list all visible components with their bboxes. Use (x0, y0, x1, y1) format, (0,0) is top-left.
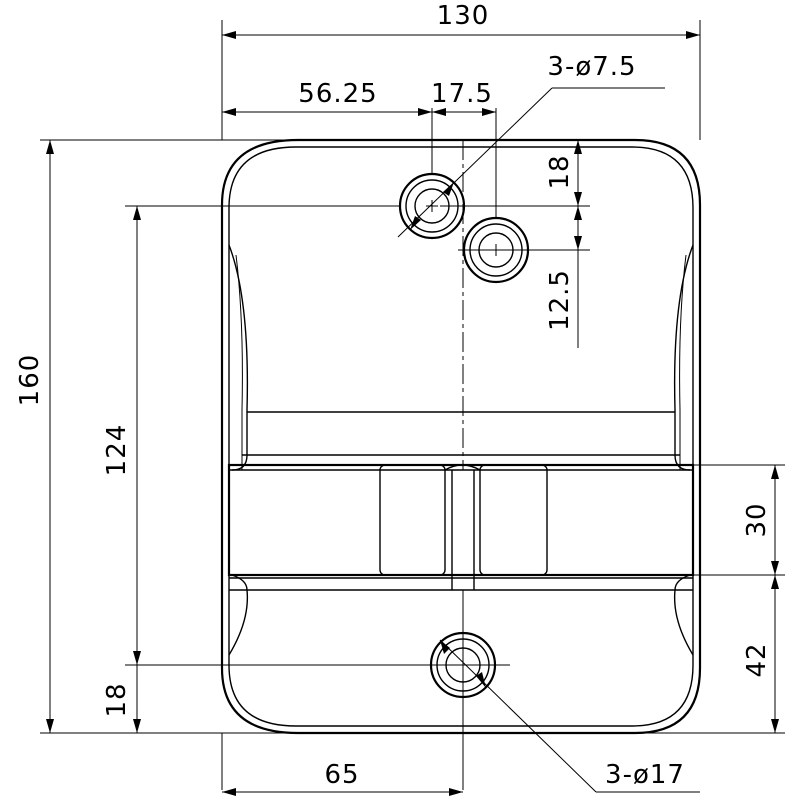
extension-lines (40, 20, 785, 790)
dim-hole-offset-y: 18 (545, 154, 575, 189)
dimension-labels: 130 56.25 17.5 3-ø7.5 160 124 18 18 12.5… (15, 1, 772, 790)
dim-overall-width: 130 (437, 1, 490, 31)
dim-center-offset-x: 65 (324, 760, 359, 790)
dimension-lines (46, 31, 779, 796)
part-outline (220, 138, 702, 735)
callout-small-holes: 3-ø7.5 (547, 52, 636, 82)
dim-bottom-hole-y: 18 (102, 682, 132, 717)
dim-hole-spacing-y: 12.5 (545, 269, 575, 331)
dim-overall-height: 160 (15, 354, 45, 407)
dim-hole-span-y: 124 (102, 424, 132, 477)
dim-hole-offset-x: 56.25 (298, 79, 377, 109)
dim-bottom-section-height: 42 (742, 642, 772, 677)
callout-large-holes: 3-ø17 (605, 760, 685, 790)
dim-band-height: 30 (742, 502, 772, 537)
dim-hole-spacing-x: 17.5 (431, 79, 493, 109)
